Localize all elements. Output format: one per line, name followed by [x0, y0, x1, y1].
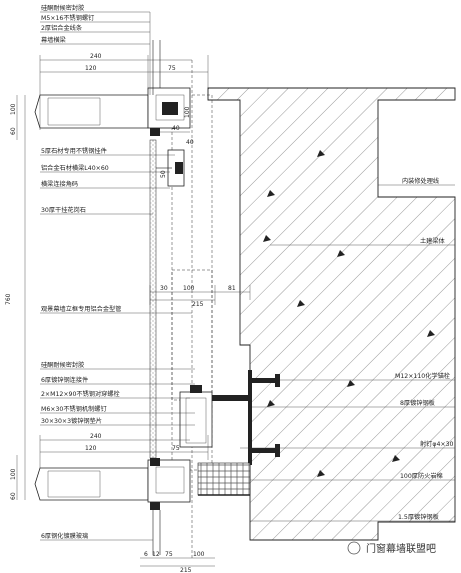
dim-120-top: 120: [85, 65, 97, 72]
label-corner-code: 横梁连接角码: [41, 180, 78, 188]
dim-60-left-top: 60: [10, 127, 17, 135]
label-interior-line: 内装修处理线: [402, 177, 439, 185]
dim-100-base: 100: [193, 551, 205, 558]
label-sealant-top: 硅酮耐候密封胶: [41, 4, 84, 12]
concrete-aggregate-mark: [267, 190, 275, 197]
steel-connector: [179, 370, 280, 465]
concrete-aggregate-mark: [263, 235, 271, 242]
concrete-aggregate-mark: [337, 250, 345, 257]
dim-75-base: 75: [165, 551, 173, 558]
label-rock-wool: 100厚防火岩棉: [400, 472, 443, 480]
label-shot-nail: 射钉φ4×30: [420, 440, 454, 448]
dim-75-bottom: 75: [172, 445, 180, 452]
fire-rock-wool: [197, 462, 251, 496]
concrete-aggregate-mark: [392, 455, 400, 462]
dim-760-left: 760: [5, 293, 12, 305]
concrete-aggregate-mark: [317, 470, 325, 477]
dim-40-top: 40: [172, 125, 180, 132]
label-profile-tube: 观景幕墙立框专用铝合金型管: [41, 305, 121, 313]
dim-81-mid: 81: [228, 285, 236, 292]
concrete-beam: [207, 87, 456, 541]
label-machine-screw: M6×30不锈钢机制螺钉: [41, 405, 107, 413]
stone-bracket-upper: [156, 149, 185, 187]
label-transom: 幕墙横梁: [41, 36, 66, 44]
dim-75-top: 75: [168, 65, 176, 72]
dim-120-bottom: 120: [85, 445, 97, 452]
dim-100-left-top: 100: [10, 103, 17, 115]
label-steel-shim: 30×30×3镀锌钢垫片: [41, 417, 102, 425]
label-chemical-anchor: M12×110化学锚栓: [395, 372, 450, 380]
top-glazing-unit: [34, 87, 191, 136]
label-structure-beam: 土建梁体: [420, 237, 446, 245]
dim-50-bracket: 50: [160, 170, 167, 178]
label-through-bolt: 2×M12×90不锈钢对穿螺栓: [41, 390, 120, 398]
label-granite: 30厚干挂花岗石: [41, 206, 86, 214]
leader-lines: [40, 11, 455, 541]
dim-215-base: 215: [180, 567, 192, 573]
dim-60-left-bottom: 60: [10, 492, 17, 500]
concrete-aggregate-mark: [267, 400, 275, 407]
dimension-lines: [16, 55, 251, 567]
dim-100-left-bottom: 100: [10, 468, 17, 480]
dim-215-mid: 215: [192, 301, 204, 308]
concrete-aggregate-mark: [347, 380, 355, 387]
dim-12-base: 12: [152, 551, 160, 558]
bottom-glazing-unit: [34, 458, 191, 510]
concrete-aggregate-mark: [427, 330, 435, 337]
label-glass: 6厚钢化镀膜玻璃: [41, 532, 88, 540]
dim-30-mid: 30: [160, 285, 168, 292]
label-sealant-lower: 硅酮耐候密封胶: [41, 361, 84, 369]
concrete-aggregate-mark: [297, 300, 305, 307]
label-steel-connector: 6厚镀锌钢连接件: [41, 376, 88, 384]
dim-240-bottom: 240: [90, 433, 102, 440]
watermark-logo-icon: [347, 541, 361, 555]
label-stone-beam: 铝合金石材横梁L40×60: [41, 164, 109, 172]
label-screw: M5×16不锈钢螺钉: [41, 14, 94, 22]
label-steel-plate: 8厚镀锌钢板: [400, 399, 435, 407]
label-steel-sheet: 1.5厚镀锌钢板: [398, 513, 439, 521]
concrete-aggregate-mark: [317, 150, 325, 157]
dim-100-beam: 100: [184, 106, 191, 118]
granite-panel: [149, 139, 157, 459]
dim-6-base: 6: [144, 551, 148, 558]
dim-240-top: 240: [90, 53, 102, 60]
dim-100-mid: 100: [183, 285, 195, 292]
dim-40-bracket: 40: [186, 139, 194, 146]
label-stone-hanger: 5厚石材专用不锈钢挂件: [41, 147, 107, 155]
label-aluminum-strip: 2厚铝合金线条: [41, 24, 82, 32]
watermark-text: 门窗幕墙联盟吧: [366, 542, 436, 555]
